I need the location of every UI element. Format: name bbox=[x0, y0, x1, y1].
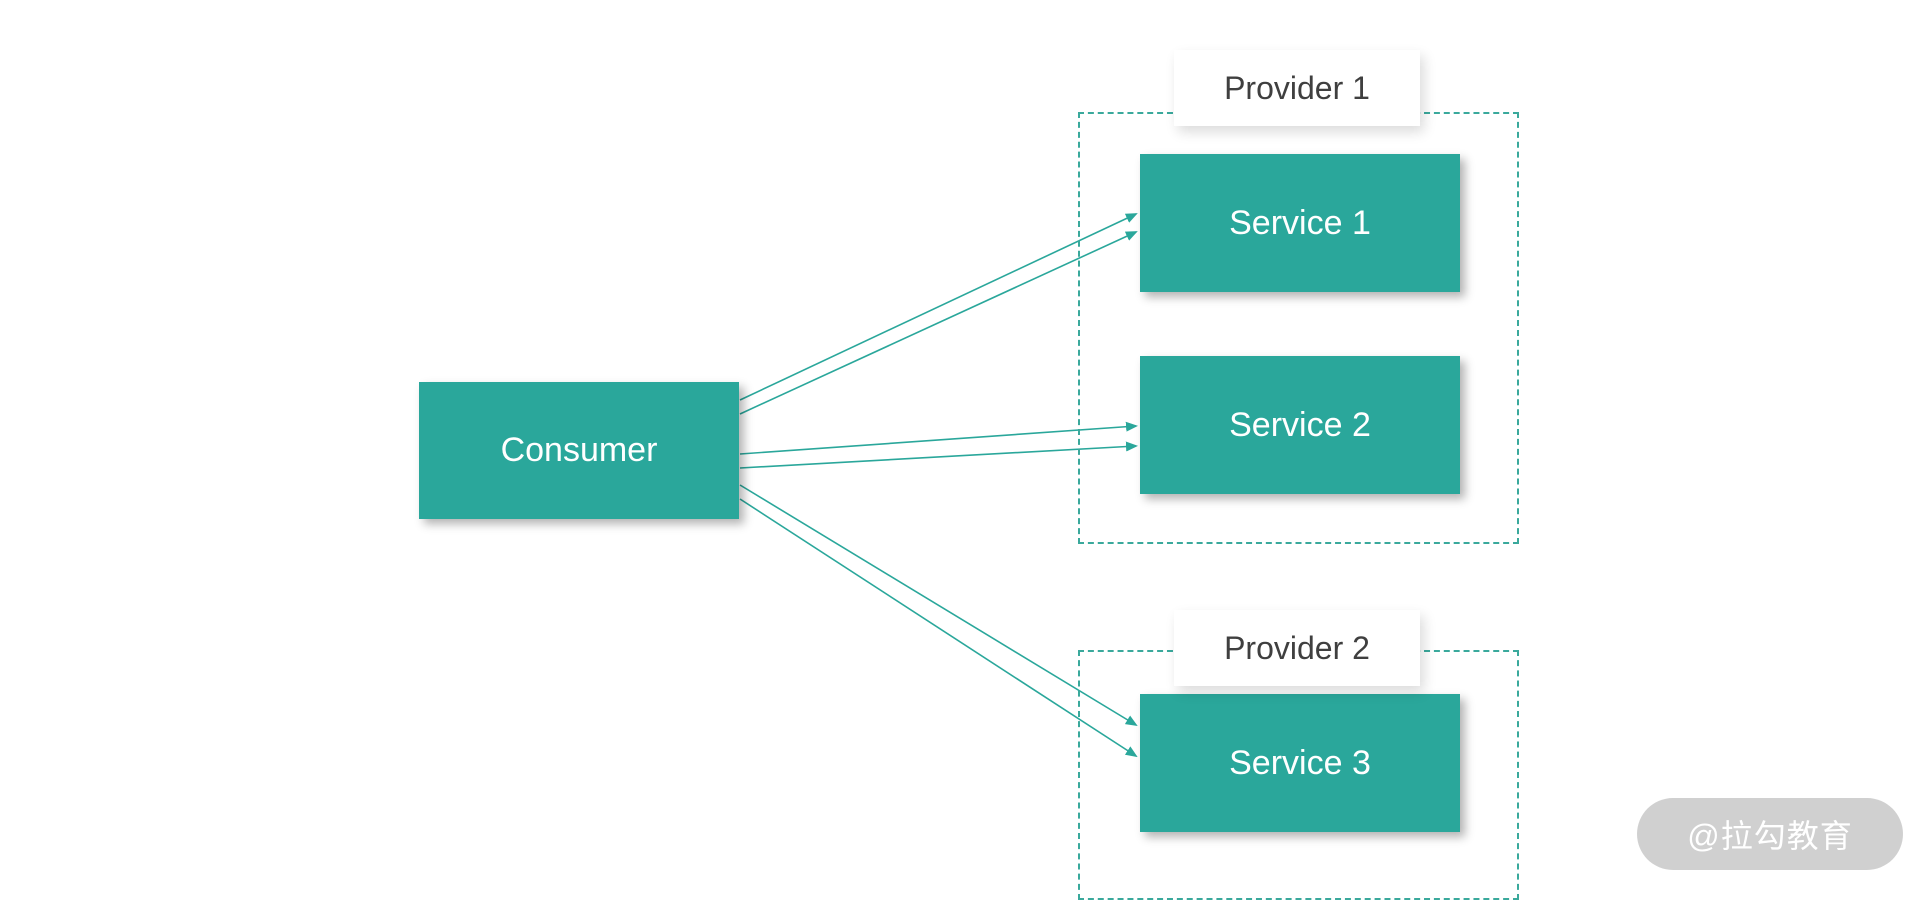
arrow-consumer-service1-b bbox=[739, 231, 1138, 415]
provider2-label-box: Provider 2 bbox=[1174, 610, 1420, 686]
service1-node: Service 1 bbox=[1140, 154, 1460, 292]
arrow-consumer-service2-a bbox=[739, 421, 1138, 455]
arrow-consumer-service3-b bbox=[739, 498, 1138, 758]
arrow-consumer-service2-b bbox=[739, 441, 1138, 469]
service1-label: Service 1 bbox=[1229, 203, 1371, 242]
service3-label: Service 3 bbox=[1229, 743, 1371, 782]
service2-node: Service 2 bbox=[1140, 356, 1460, 494]
consumer-node: Consumer bbox=[419, 382, 739, 519]
service2-label: Service 2 bbox=[1229, 405, 1371, 444]
provider2-label: Provider 2 bbox=[1224, 629, 1370, 666]
watermark-text: @拉勾教育 bbox=[1687, 818, 1853, 854]
provider1-label-box: Provider 1 bbox=[1174, 50, 1420, 126]
arrow-consumer-service3-a bbox=[739, 484, 1138, 727]
watermark-badge: @拉勾教育 bbox=[1637, 798, 1903, 870]
consumer-label: Consumer bbox=[500, 431, 658, 469]
provider1-label: Provider 1 bbox=[1224, 69, 1370, 106]
service3-node: Service 3 bbox=[1140, 694, 1460, 832]
arrow-consumer-service1-a bbox=[739, 213, 1138, 401]
